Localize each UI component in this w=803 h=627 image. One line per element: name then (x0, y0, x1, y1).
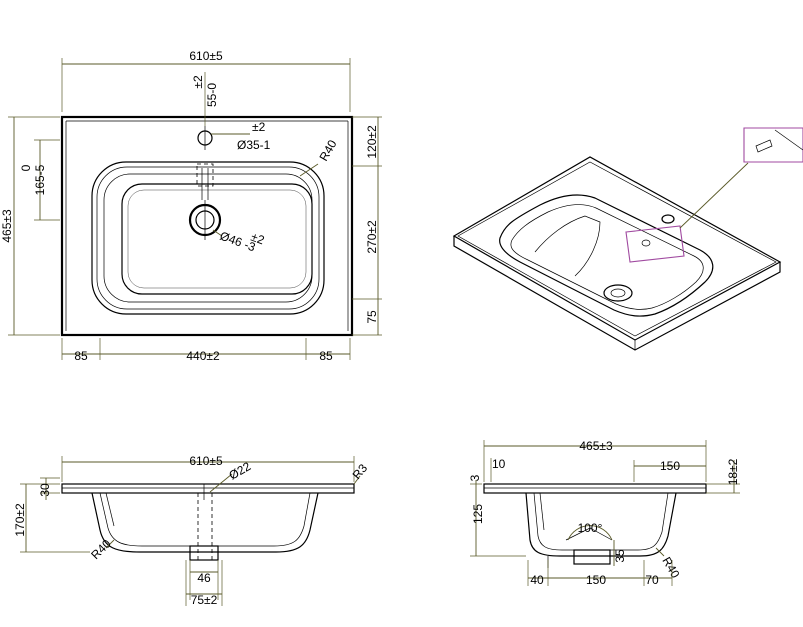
basin-length-label: 270±2 (365, 220, 379, 254)
tap-pos-b-label: ±2 (191, 75, 205, 89)
overflow-dia-label: Ø22 (227, 459, 254, 483)
top-width-label: 610±5 (189, 49, 223, 63)
drain-dia-label: 46 (197, 571, 211, 585)
rim-label: 10 (492, 457, 506, 471)
drain-drop-label: 35 (613, 549, 627, 563)
side-depth-label: 465±3 (579, 439, 613, 453)
overflow-pos-label: 150 (660, 459, 680, 473)
corner-r3-label: R3 (350, 461, 371, 482)
side-radius-label: R40 (659, 555, 682, 581)
top-view-outline (60, 115, 354, 337)
bottom-offset-label: 75 (365, 310, 379, 324)
side-slab (483, 483, 707, 494)
angle-label: 100° (578, 521, 603, 535)
iso-drain (603, 284, 633, 302)
detail-callout-box (743, 127, 803, 163)
front-bowl-outer (91, 492, 319, 553)
tap-offset-top-label: 0 (19, 164, 33, 171)
side-bowl-outer (525, 492, 677, 557)
overflow-slot (196, 163, 214, 187)
overflow-highlight-box (625, 225, 685, 263)
corner-radius-label: R40 (316, 137, 339, 163)
tap-hole-tol-label: ±2 (252, 120, 266, 134)
right-offset-label: 120±2 (365, 125, 379, 159)
drain-label: Ø46 -3 (218, 229, 258, 255)
front-section: 610±5 Ø22 R3 170±2 30 R40 46 75±2 (13, 454, 370, 607)
top-thickness-label: 30 (38, 483, 52, 497)
basin-width-label: 440±2 (186, 349, 220, 363)
side-section: 465±3 10 150 18±2 3 125 100° 35 R40 40 1… (468, 439, 740, 587)
drain-flange-label: 75±2 (191, 593, 218, 607)
bottom-right-label: 70 (645, 573, 659, 587)
front-height-label: 170±2 (13, 503, 27, 537)
top-view: 610±5 55-0 ±2 ±2 Ø35-1 R40 ±2 Ø46 -3 465… (0, 49, 382, 363)
lip-label: 3 (468, 474, 482, 481)
tap-pos-a-label: 55-0 (205, 83, 219, 107)
tap-offset-bottom-label: 165-5 (33, 164, 47, 195)
bottom-left-label: 40 (530, 573, 544, 587)
tap-hole-label: Ø35-1 (237, 138, 271, 152)
drain-tol-label: ±2 (249, 230, 267, 248)
right-margin-label: 85 (319, 349, 333, 363)
thickness-label: 18±2 (726, 458, 740, 485)
front-slab (61, 483, 355, 494)
iso-tap-hole (661, 214, 675, 224)
front-width-label: 610±5 (189, 454, 223, 468)
left-margin-label: 85 (74, 349, 88, 363)
front-radius-label: R40 (88, 536, 114, 562)
basin-depth-label: 125 (471, 504, 485, 524)
front-drain-pipe (189, 545, 219, 561)
basin-outer-rim (91, 161, 325, 315)
isometric-view (452, 127, 803, 351)
side-drain-pipe (573, 549, 611, 565)
bottom-mid-label: 150 (586, 573, 606, 587)
iso-basin-rim (499, 194, 714, 317)
basin-inner-floor (121, 183, 313, 295)
depth-label: 465±3 (0, 209, 14, 243)
